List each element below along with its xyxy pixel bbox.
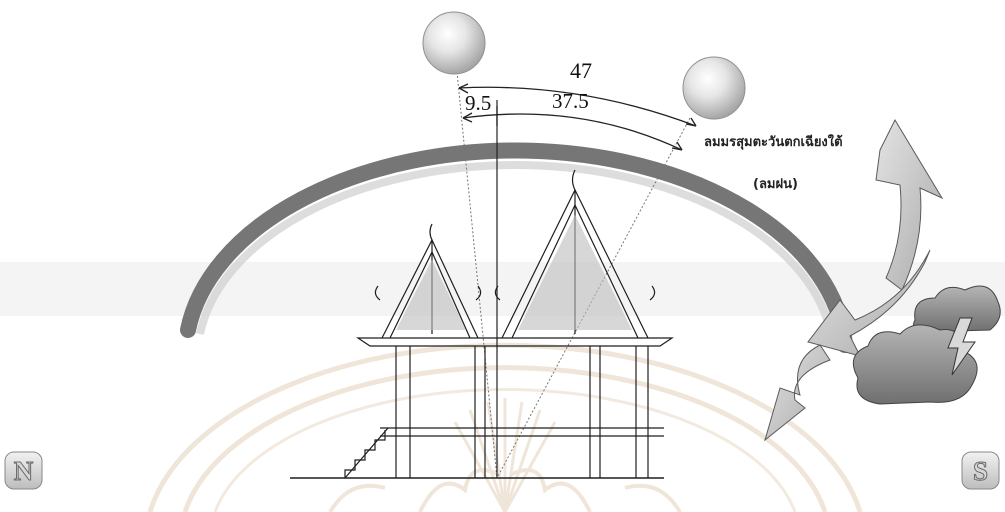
total-angle-arc — [458, 86, 697, 127]
storm-cloud-icon — [852, 285, 1001, 405]
wind-label-line2: (ลมฝน) — [753, 177, 798, 192]
sun-south-icon — [682, 56, 746, 120]
watermark-seal — [147, 342, 863, 512]
north-label: N — [14, 456, 34, 486]
horizon-line — [0, 262, 1005, 316]
sky-dome-arc-outer — [180, 142, 853, 353]
wind-label-line1: ลมมรสุมตะวันตกเฉียงใต้ — [704, 133, 843, 150]
south-label: S — [973, 456, 988, 486]
angle-north-offset-label: 9.5 — [465, 91, 491, 115]
south-badge: S — [961, 451, 1000, 490]
thai-house-roof-shading — [396, 215, 632, 330]
sun-north-icon — [422, 11, 486, 75]
sky-dome-arc-inner — [196, 161, 837, 348]
north-badge: N — [4, 451, 43, 490]
angle-total-label: 47 — [570, 58, 592, 83]
offset-angle-arc — [462, 113, 683, 151]
monsoon-wind-arrow-icon — [764, 118, 944, 442]
angle-arcs — [458, 83, 697, 151]
angle-south-offset-label: 37.5 — [552, 89, 589, 113]
